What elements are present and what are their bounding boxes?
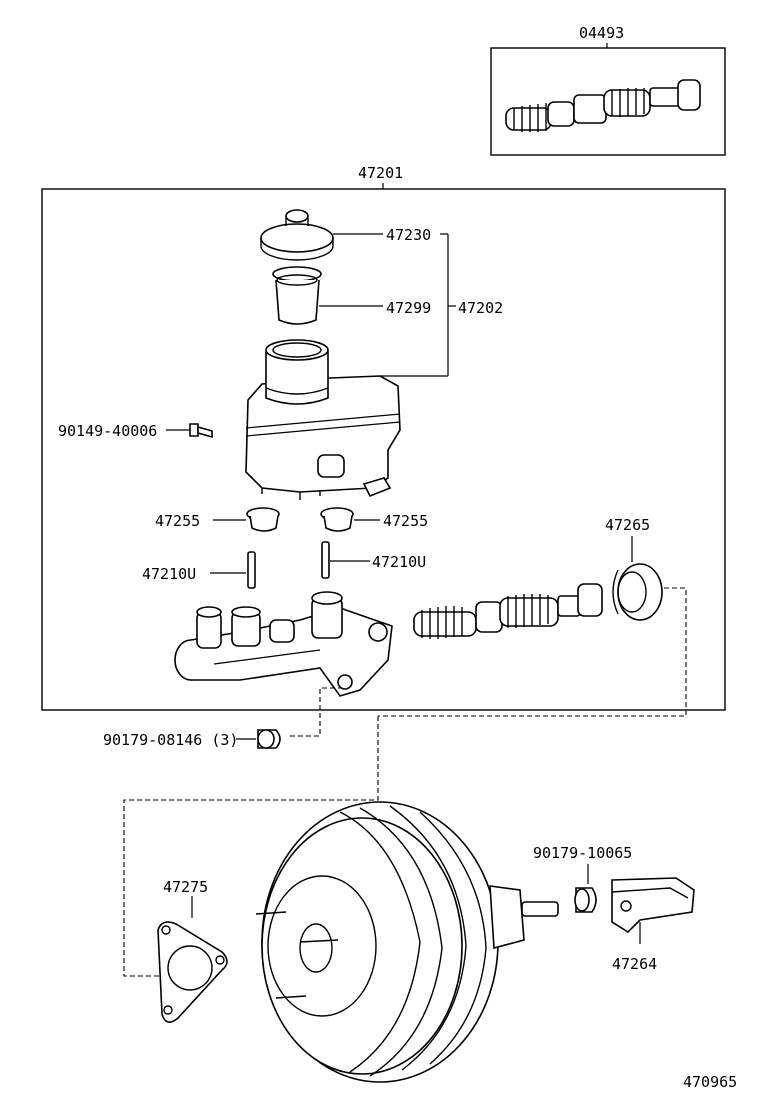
reservoir-cap-47230 [260,209,448,261]
label-47210u-left: 47210U [142,565,196,583]
nut-90179-10065 [574,864,597,913]
label-47255-left: 47255 [155,512,200,530]
label-47275: 47275 [163,878,208,896]
label-90179-08146: 90179-08146 (3) [103,731,238,749]
label-90179-10065: 90179-10065 [533,844,632,862]
reservoir-47202 [245,339,448,500]
reference-dashed-lines [123,587,687,977]
label-47299: 47299 [386,299,431,317]
assembly-box-47201 [41,183,726,711]
piston-assembly [413,583,603,639]
label-90149-40006: 90149-40006 [58,422,157,440]
bolt-90149-40006 [166,423,213,439]
clevis-47264 [611,877,695,944]
master-cylinder-body [174,591,393,697]
label-47265: 47265 [605,516,650,534]
figure-number: 470965 [683,1073,737,1091]
pin-47210u-left [210,551,256,589]
grommet-47255-left [213,507,280,532]
nut-90179-08146 [236,729,281,749]
piston-kit-04493 [505,79,701,132]
strainer-47299 [272,234,456,376]
label-04493: 04493 [579,24,624,42]
kit-box-04493 [490,43,726,156]
label-47201: 47201 [358,164,403,182]
seal-47265 [612,536,663,621]
label-47210u-right: 47210U [372,553,426,571]
label-47264: 47264 [612,955,657,973]
label-47230: 47230 [386,226,431,244]
grommet-47255-right [320,507,380,532]
pin-47210u-right [321,541,370,579]
label-47255-right: 47255 [383,512,428,530]
label-47202: 47202 [458,299,503,317]
brake-booster [255,801,559,1083]
gasket-47275 [157,896,228,1023]
